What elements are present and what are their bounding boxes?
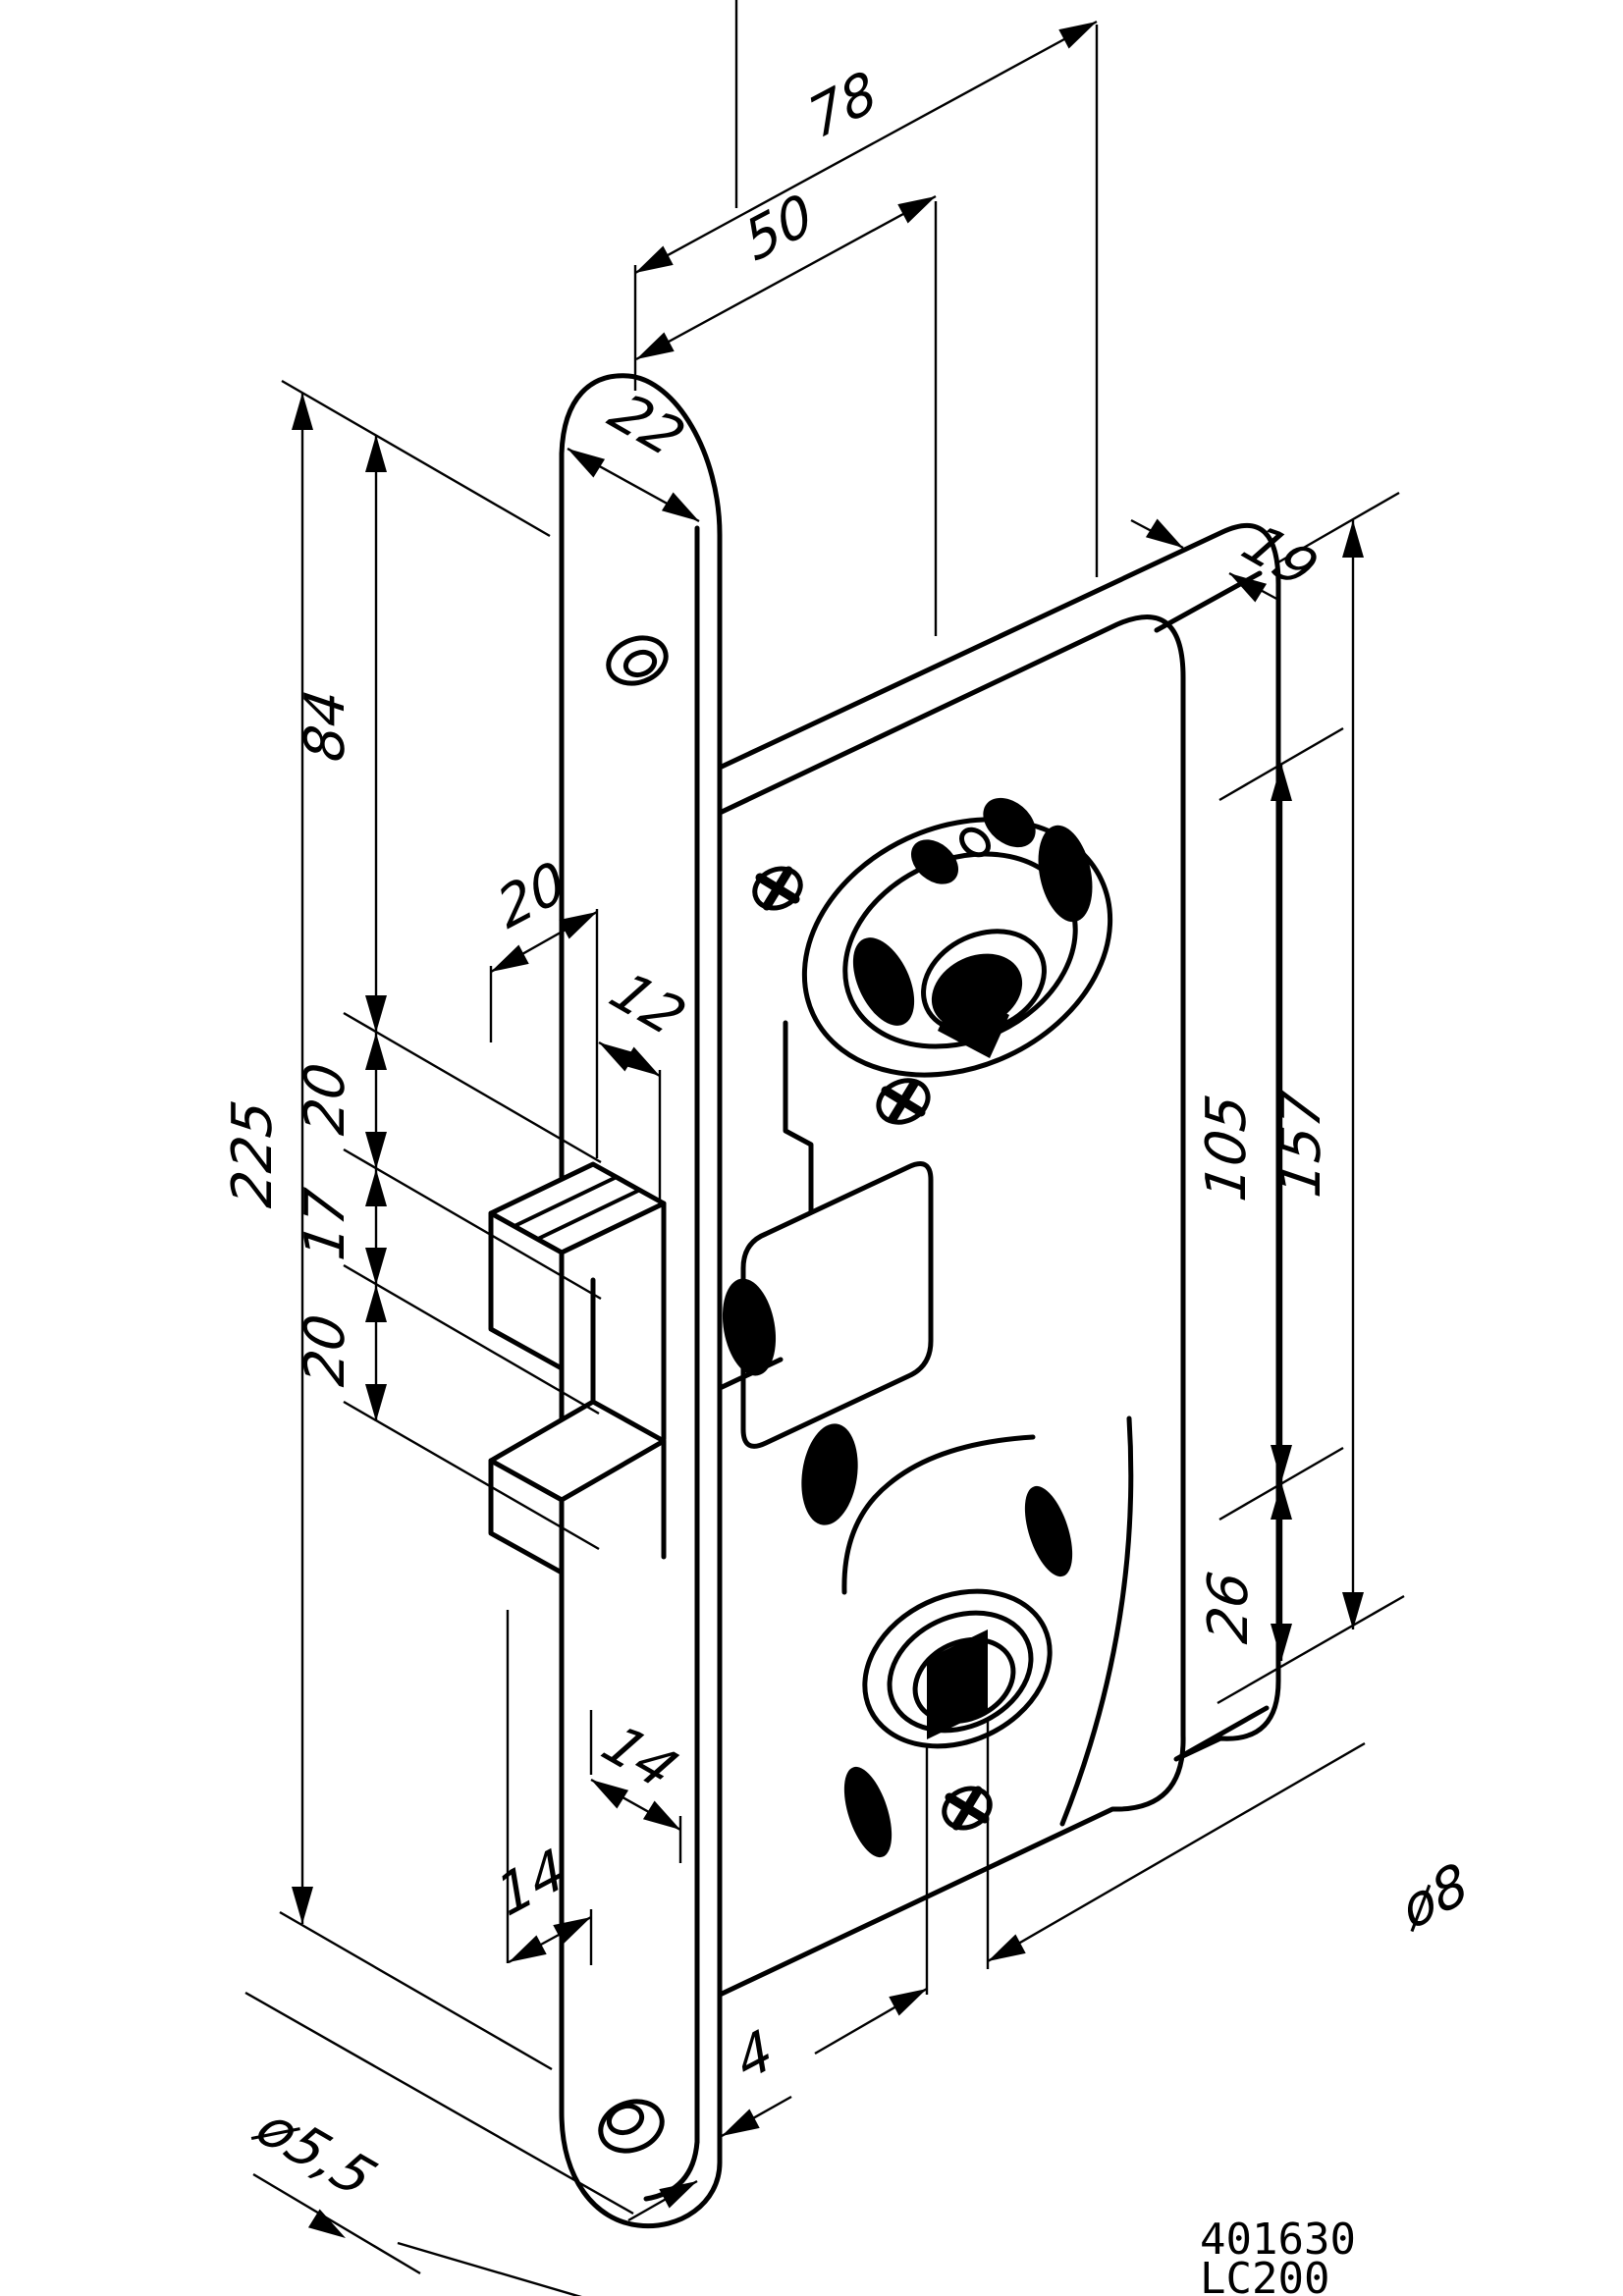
faceplate-screw-hole-bottom — [598, 2099, 665, 2154]
phillips-icon — [888, 1079, 919, 1124]
phillips-icon — [951, 1786, 983, 1831]
ext-latch-1 — [343, 1011, 602, 1164]
spindle-follower — [843, 1485, 1073, 1858]
ext-top-left — [281, 379, 551, 538]
latch-bevel — [488, 1399, 667, 1575]
dimline-o8b — [987, 1741, 1366, 1963]
dimline-50 — [635, 194, 937, 361]
plate-lug — [722, 1278, 777, 1376]
faceplate — [559, 373, 723, 2229]
case-step-seam — [783, 1020, 814, 1236]
extension-lines — [244, 0, 1405, 2296]
case-corner-edge-bottom — [1173, 1705, 1270, 1762]
ext-latch-4 — [343, 1400, 600, 1551]
dim-latch-height: 17 — [294, 1185, 357, 1264]
dim-seg-upper: 20 — [294, 1059, 357, 1138]
dim-total-depth: 78 — [801, 59, 885, 152]
ext-bottom-left — [279, 1910, 553, 2071]
ext-screwhole-tangent-2 — [397, 2241, 582, 2296]
dimline-o55 — [252, 2172, 421, 2275]
faceplate-thickness-cap — [643, 2139, 700, 2202]
internal-plate — [740, 1161, 934, 1449]
case-inner-curve — [1059, 1415, 1134, 1827]
screw-hole-inner — [606, 2103, 645, 2136]
pin-hole — [959, 827, 991, 858]
latch-lamination-line — [537, 1188, 641, 1241]
dim-case-height: 157 — [1270, 1087, 1333, 1201]
case-screw-bottom — [942, 1786, 993, 1831]
dim-backset: 50 — [737, 182, 821, 275]
dim-faceplate-length: 225 — [221, 1096, 285, 1210]
dim-centers-distance: 105 — [1195, 1091, 1259, 1204]
latch-lamination-line — [514, 1175, 618, 1228]
lock-case — [679, 522, 1281, 2007]
phillips-icon — [762, 866, 793, 911]
latch-bolt — [488, 1161, 667, 1371]
follower-plate-curve — [841, 1434, 1036, 1595]
follower-lobe-top — [1024, 1485, 1073, 1577]
lug-small-left — [910, 839, 959, 884]
bevel-end-face — [488, 1458, 565, 1575]
dimline-78 — [634, 20, 1098, 275]
ext-latch-3 — [343, 1263, 600, 1415]
spindle-square-hole — [927, 1629, 988, 1739]
model-code: LC200 — [1200, 2254, 1329, 2296]
faceplate-outline — [559, 373, 723, 2229]
screw-hole-inner — [622, 649, 658, 678]
fixing-lug-left — [852, 937, 915, 1026]
dim-faceplate-thickness: 4 — [729, 2017, 782, 2094]
cylinder-hole — [801, 797, 1113, 1078]
faceplate-screw-hole-top — [606, 635, 669, 686]
part-number: 401630 — [1200, 2215, 1356, 2265]
case-screw-middle — [876, 1078, 931, 1125]
ext-screwhole-tangent-1 — [244, 1991, 634, 2216]
title-block: 401630 LC200 — [1200, 2215, 1356, 2296]
lug-small-right — [983, 797, 1036, 848]
dim-top-to-latch: 84 — [294, 686, 357, 765]
keyway — [938, 988, 1009, 1058]
fixing-lug-right — [1038, 825, 1093, 923]
ext-case-bottom-right — [1217, 1594, 1405, 1705]
case-screw-top — [752, 866, 803, 911]
dim-follower-to-bottom: 26 — [1197, 1568, 1261, 1646]
latch-end-face — [488, 1210, 565, 1371]
follower-lobe-bottom — [843, 1766, 893, 1858]
dim-spindle-hole: ø8 — [1393, 1850, 1477, 1944]
ext-case-top-right — [1275, 491, 1400, 565]
dim-screw-hole: ø5,5 — [243, 2097, 388, 2209]
ext-latch-2 — [343, 1148, 602, 1301]
dim-seg-lower: 20 — [294, 1310, 357, 1389]
follower-stop-lug — [801, 1423, 858, 1525]
